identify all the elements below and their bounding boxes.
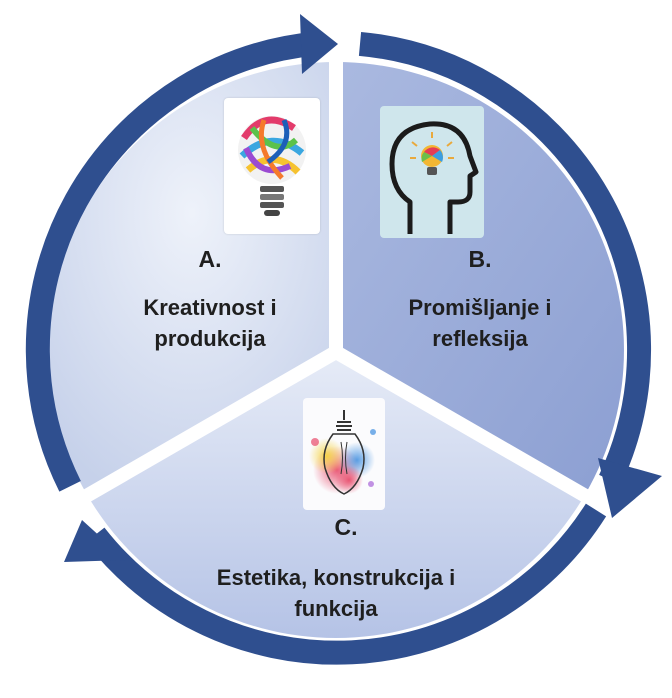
segment-a-letter: A. [198, 246, 222, 272]
watercolor-lightbulb-icon [303, 398, 385, 510]
arrowhead-top [300, 14, 338, 74]
segment-b-title-line1: Promišljanje i [408, 295, 552, 320]
segment-a-title-line2: produkcija [154, 326, 266, 351]
segment-b-letter: B. [468, 246, 492, 272]
arrow-a-to-b [25, 31, 317, 492]
cycle-arrows [25, 31, 652, 665]
head-with-lightbulb-icon [380, 106, 484, 238]
segment-c-title: Estetika, konstrukcija i funkcija [176, 562, 496, 624]
arrow-b-to-c [358, 31, 652, 486]
segment-a-title: Kreativnost i produkcija [96, 292, 324, 354]
segment-b-title: Promišljanje i refleksija [366, 292, 594, 354]
arrowhead-left [64, 520, 126, 562]
segment-b-title-line2: refleksija [432, 326, 528, 351]
segment-c-title-line2: funkcija [294, 596, 378, 621]
arrow-heads [64, 14, 662, 562]
arrow-c-to-a [85, 503, 607, 665]
arrowhead-right [598, 458, 662, 518]
colorful-lightbulb-icon [224, 98, 320, 234]
segment-a-title-line1: Kreativnost i [143, 295, 277, 320]
segment-dividers [46, 20, 626, 524]
segment-c-letter: C. [334, 514, 358, 540]
segment-c-title-line1: Estetika, konstrukcija i [216, 565, 456, 590]
